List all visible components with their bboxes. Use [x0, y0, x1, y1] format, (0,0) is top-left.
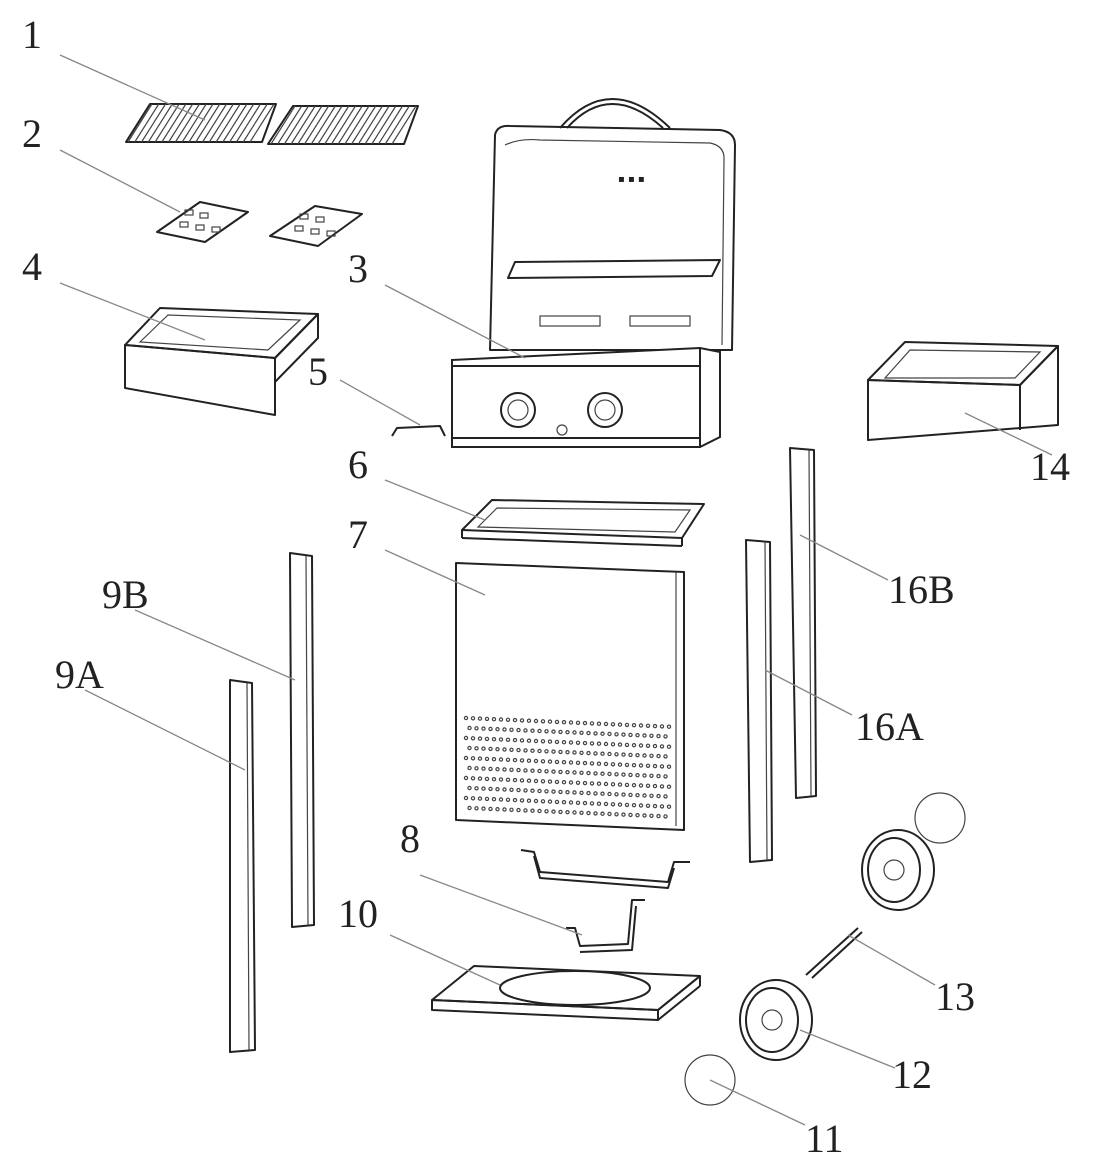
- hub-cap: [684, 1054, 736, 1106]
- cooking-grates: [125, 103, 419, 145]
- leg-9b: [289, 552, 315, 928]
- leg-16a: [745, 539, 773, 863]
- label-part-14: 14: [1030, 444, 1070, 489]
- label-part-16a: 16A: [855, 704, 924, 749]
- label-part-9a: 9A: [55, 652, 104, 697]
- top-frame: [461, 499, 705, 547]
- leg-16b: [789, 447, 817, 799]
- left-side-shelf: [124, 307, 319, 416]
- label-part-1: 1: [22, 12, 42, 57]
- wheel-rear: [861, 792, 966, 911]
- label-part-2: 2: [22, 111, 42, 156]
- leg-9a: [229, 679, 256, 1053]
- svg-text:▪ ▪ ▪: ▪ ▪ ▪: [618, 174, 645, 185]
- label-part-7: 7: [348, 512, 368, 557]
- back-panel: [455, 562, 685, 831]
- label-part-8: 8: [400, 816, 420, 861]
- label-part-6: 6: [348, 442, 368, 487]
- grill-head: ▪ ▪ ▪: [451, 98, 736, 448]
- wheel-front: [739, 979, 813, 1061]
- leader-lines: [59, 54, 1053, 1126]
- label-part-16b: 16B: [888, 567, 955, 612]
- axle: [805, 927, 863, 979]
- label-part-9b: 9B: [102, 572, 149, 617]
- label-part-3: 3: [348, 246, 368, 291]
- label-part-10: 10: [338, 891, 378, 936]
- label-part-5: 5: [308, 349, 328, 394]
- right-side-shelf: [867, 341, 1059, 441]
- label-part-13: 13: [935, 974, 975, 1019]
- label-part-11: 11: [805, 1116, 844, 1161]
- label-part-12: 12: [892, 1052, 932, 1097]
- label-part-4: 4: [22, 244, 42, 289]
- bottom-shelf: [431, 965, 701, 1021]
- flame-tamers: [156, 201, 363, 247]
- lower-brackets: [520, 849, 690, 953]
- bracket-part: [391, 425, 446, 437]
